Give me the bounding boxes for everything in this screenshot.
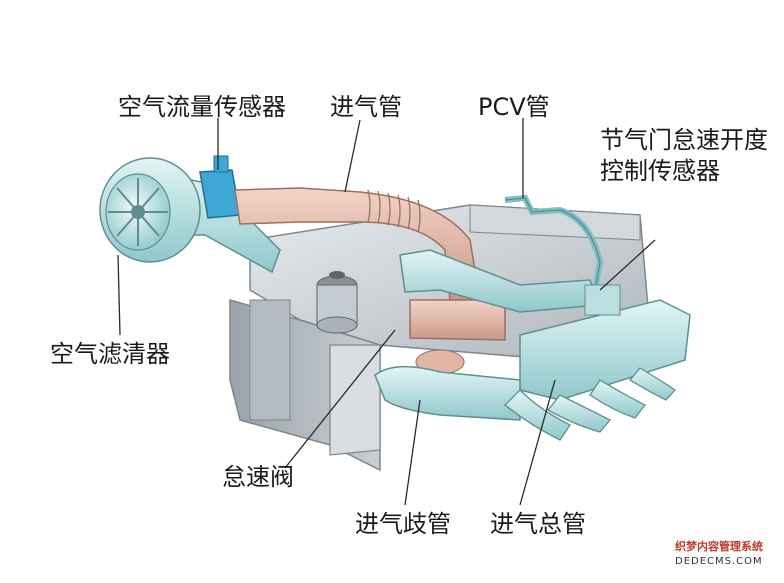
label-intake-branch: 进气歧管 [355,510,451,538]
label-intake-manifold: 进气总管 [490,510,586,538]
watermark-domain: DEDECMS.COM [675,556,763,567]
throttle-body [399,249,621,316]
label-pcv-pipe: PCV管 [478,93,550,121]
label-throttle-sensor-line2: 控制传感器 [600,157,720,185]
intake-manifold [374,299,691,441]
leader-lines [117,118,656,506]
oil-cap [316,271,358,334]
label-air-flow-sensor: 空气流量传感器 [118,93,286,121]
pcv-pipe [504,194,604,286]
air-flow-sensor [199,155,241,219]
label-idle-valve: 怠速阀 [222,463,294,491]
label-intake-pipe: 进气管 [330,93,402,121]
label-throttle-sensor-line1: 节气门怠速开度 [600,126,768,154]
intake-pipe [234,187,506,375]
watermark-text: 织梦内容管理系统 [675,540,763,553]
air-filter [99,157,281,274]
label-air-filter: 空气滤清器 [50,340,170,368]
